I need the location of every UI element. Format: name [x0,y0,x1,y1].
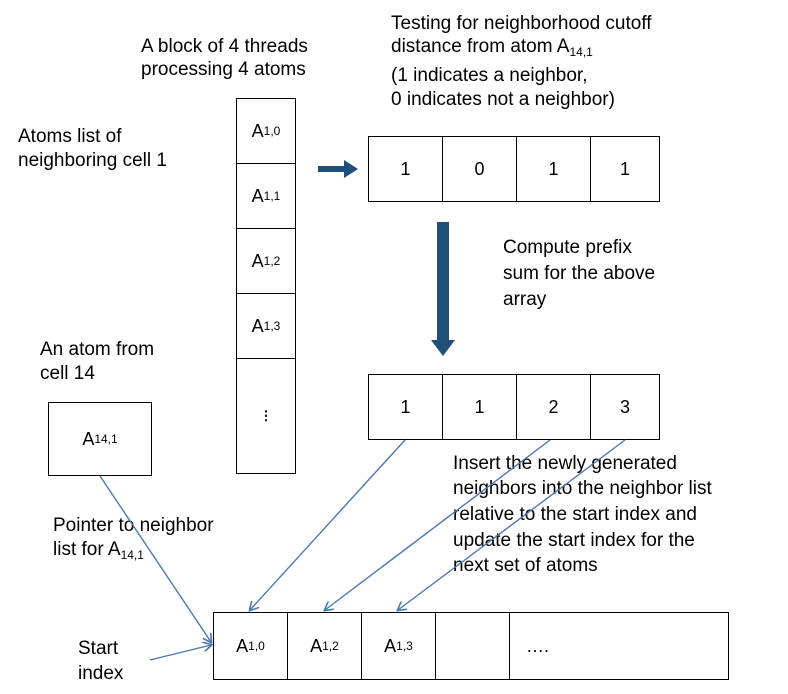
testing-label-line2: distance from atom A14,1 [391,36,593,59]
prefix-cell-1: 1 [442,374,517,440]
neighbor-cell-3 [435,612,510,680]
flag-cell-1: 0 [442,136,517,202]
prefix-label-line3: array [503,289,547,310]
prefix-cell-2: 2 [516,374,591,440]
thick-right-arrow [318,160,358,178]
block-label-line1: A block of 4 threads [141,36,308,57]
atoms-list-label-line2: neighboring cell 1 [18,150,167,171]
prefix-cell-0: 1 [368,374,443,440]
thick-down-arrow [431,222,455,356]
start-label-line1: Start [78,638,119,659]
prefix-label-line2: sum for the above [503,263,656,284]
start-index-arrow [149,645,211,661]
testing-label-line1: Testing for neighborhood cutoff [391,13,652,34]
pointer-label-line2: list for A14,1 [53,539,144,562]
insert-label-line5: next set of atoms [453,555,598,576]
atom-from-label-line2: cell 14 [40,363,95,384]
testing-label-line4: 0 indicates not a neighbor) [391,89,615,110]
neighbor-cell-ellipsis: …. [509,612,729,680]
atom-cell-ellipsis: ⁝ [236,358,296,474]
prefix-cell-3: 3 [590,374,660,440]
block-label-line2: processing 4 atoms [141,59,306,80]
prefix-label-line1: Compute prefix [503,237,632,258]
insert-label-line1: Insert the newly generated [453,453,677,474]
insert-label-line4: update the start index for the [453,530,695,551]
insert-label-line3: relative to the start index and [453,504,697,525]
flag-cell-0: 1 [368,136,443,202]
flag-cell-2: 1 [516,136,591,202]
start-label-line2: index [78,663,124,684]
atoms-list-label-line1: Atoms list of [18,126,122,147]
flag-cell-3: 1 [590,136,660,202]
testing-label-line3: (1 indicates a neighbor, [391,65,588,86]
atom-from-label-line1: An atom from [40,339,155,360]
insert-label-line2: neighbors into the neighbor list [453,478,712,499]
pointer-label-line1: Pointer to neighbor [53,515,214,536]
